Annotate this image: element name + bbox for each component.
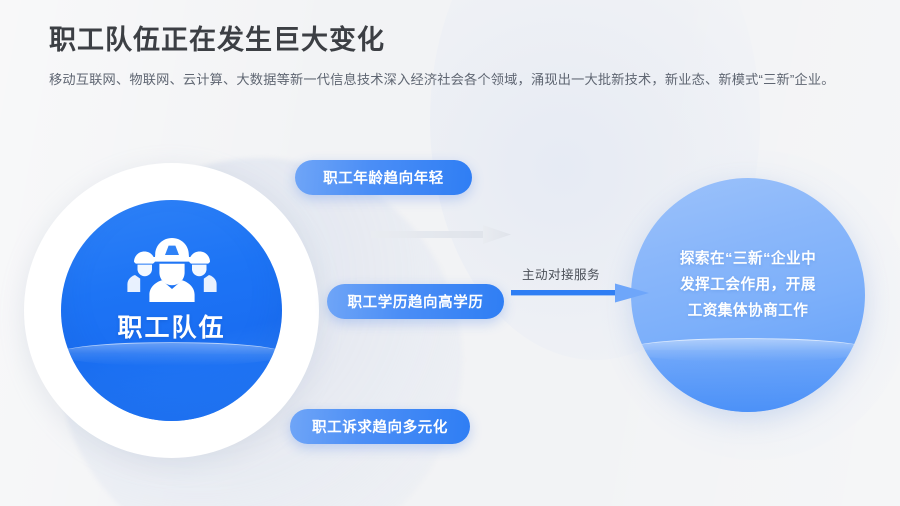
- trend-pill-age[interactable]: 职工年龄趋向年轻: [295, 160, 472, 195]
- header: 职工队伍正在发生巨大变化 移动互联网、物联网、云计算、大数据等新一代信息技术深入…: [49, 22, 859, 91]
- page-subtitle: 移动互联网、物联网、云计算、大数据等新一代信息技术深入经济社会各个领域，涌现出一…: [49, 72, 835, 87]
- union-action-line-2: 发挥工会作用，开展: [680, 277, 816, 293]
- union-action-circle: 探索在“三新“企业中 发挥工会作用，开展 工资集体协商工作: [631, 178, 865, 412]
- union-action-node[interactable]: 探索在“三新“企业中 发挥工会作用，开展 工资集体协商工作: [631, 178, 865, 412]
- right-circle-waterline: [631, 338, 865, 362]
- trend-pill-education[interactable]: 职工学历趋向高学历: [327, 284, 504, 319]
- trend-pill-demands[interactable]: 职工诉求趋向多元化: [290, 409, 470, 444]
- workforce-circle: 职工队伍: [61, 200, 282, 421]
- union-action-line-1: 探索在“三新“企业中: [679, 251, 817, 267]
- right-arrow-icon: [511, 283, 649, 303]
- flow-caption: 主动对接服务: [522, 268, 600, 282]
- circle-waterline: [61, 342, 282, 366]
- employee-workforce-node[interactable]: 职工队伍: [24, 163, 319, 458]
- union-action-line-3: 工资集体协商工作: [687, 303, 809, 319]
- right-arrow-icon: [371, 225, 511, 244]
- workforce-label: 职工队伍: [117, 314, 226, 342]
- page-title: 职工队伍正在发生巨大变化: [49, 25, 385, 55]
- workers-group-icon: [124, 236, 220, 302]
- flow-arrow: [511, 282, 649, 304]
- union-action-text: 探索在“三新“企业中 发挥工会作用，开展 工资集体协商工作: [645, 246, 851, 324]
- ghost-arrow: [371, 224, 511, 246]
